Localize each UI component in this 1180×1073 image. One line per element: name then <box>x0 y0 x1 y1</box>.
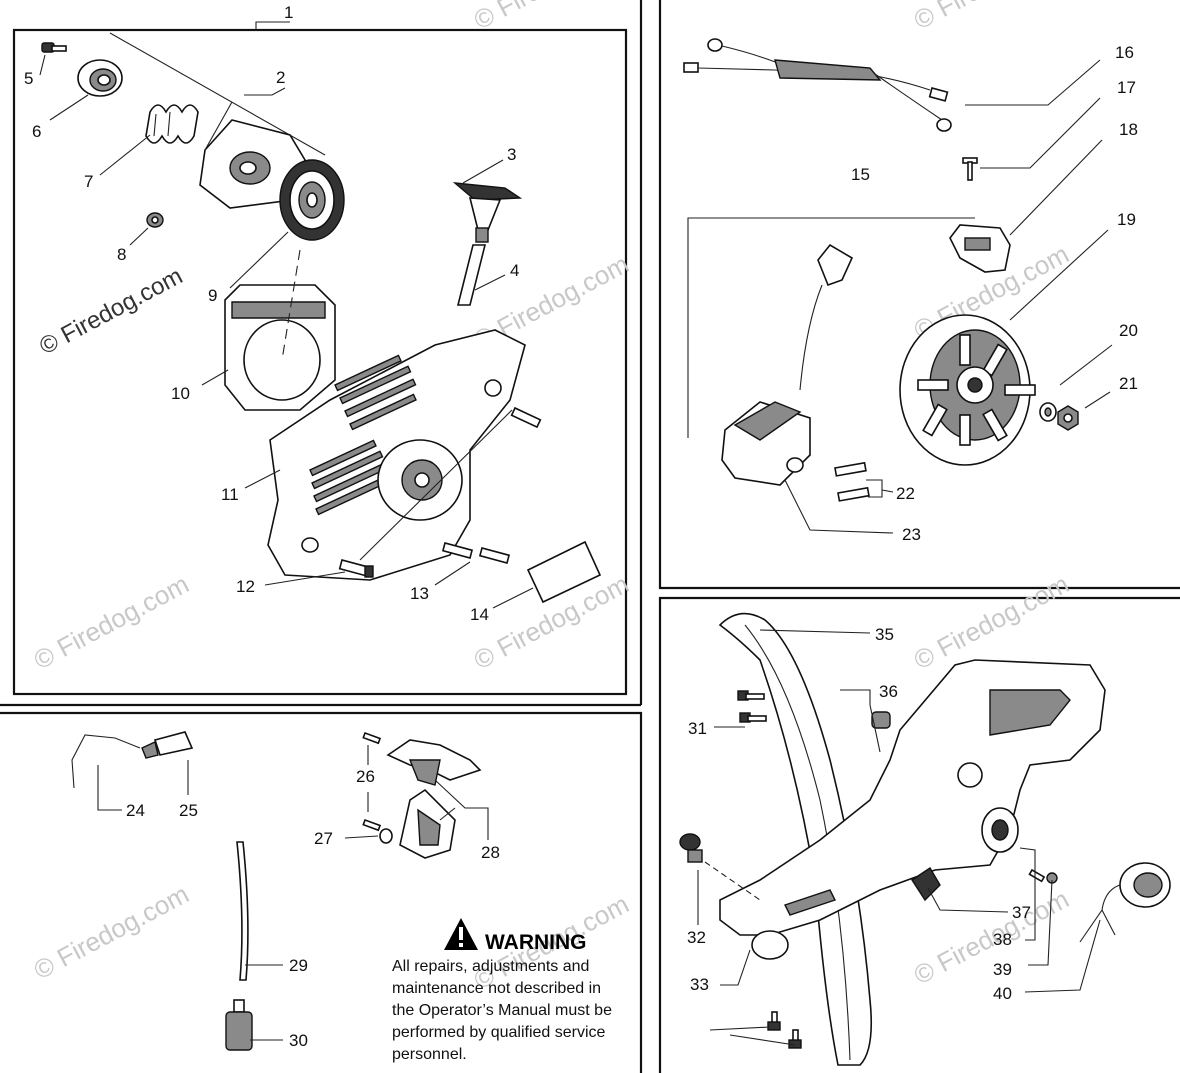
callout-23: 23 <box>902 525 921 544</box>
callout-27: 27 <box>314 829 333 848</box>
callout-25: 25 <box>179 801 198 820</box>
flywheel-icon <box>899 314 1036 466</box>
fuel-hose-icon <box>236 841 249 981</box>
callout-26: 26 <box>356 767 375 786</box>
starter-housing-icon <box>267 329 526 581</box>
warning-line: All repairs, adjustments and <box>392 958 589 975</box>
nut-icon <box>1057 405 1079 431</box>
callout-12: 12 <box>236 577 255 596</box>
screw-icon <box>737 690 767 723</box>
ignition-coil-icon <box>721 401 811 486</box>
callout-18: 18 <box>1119 120 1138 139</box>
handle-icon <box>452 182 523 243</box>
handle-assembly <box>679 612 1171 1066</box>
rope-icon <box>456 244 487 306</box>
screw-icon <box>338 559 374 578</box>
plug-icon <box>679 833 761 901</box>
recoil-spring-icon <box>279 159 345 241</box>
screw-icon <box>834 461 870 502</box>
callout-16: 16 <box>1115 43 1134 62</box>
washer-icon <box>146 212 164 228</box>
watermark-text: © Firedog.com <box>35 262 187 360</box>
callout-31: 31 <box>688 719 707 738</box>
callout-29: 29 <box>289 956 308 975</box>
callout-32: 32 <box>687 928 706 947</box>
fuel-throttle-assembly <box>71 731 482 1051</box>
callout-36: 36 <box>879 682 898 701</box>
callout-30: 30 <box>289 1031 308 1050</box>
wire-harness-icon <box>683 38 952 132</box>
rear-handle-housing-icon <box>719 659 1106 960</box>
ignition-assembly <box>683 38 1079 502</box>
watermark-text: © Firedog.com <box>909 0 1074 35</box>
callout-35: 35 <box>875 625 894 644</box>
leader-lines <box>39 54 1113 1046</box>
watermark-text: © Firedog.com <box>909 569 1074 676</box>
warning-title: WARNING <box>485 931 587 954</box>
screw-icon <box>510 406 542 429</box>
warning-line: the Operator’s Manual must be <box>392 1002 612 1019</box>
callout-33: 33 <box>690 975 709 994</box>
throttle-lockout-icon <box>399 788 456 859</box>
screw-icon <box>962 157 978 181</box>
callout-labels: 1 2 3 4 5 6 7 8 9 10 11 12 13 14 15 16 1… <box>24 3 1138 1050</box>
callout-7: 7 <box>84 172 93 191</box>
front-handle-icon <box>718 612 873 1066</box>
callout-14: 14 <box>470 605 489 624</box>
callout-21: 21 <box>1119 374 1138 393</box>
callout-8: 8 <box>117 245 126 264</box>
callout-40: 40 <box>993 984 1012 1003</box>
fuel-cap-icon <box>1079 862 1171 943</box>
washer-icon <box>1039 402 1057 422</box>
pulley-icon <box>77 59 123 97</box>
callout-22: 22 <box>896 484 915 503</box>
callout-5: 5 <box>24 69 33 88</box>
callout-19: 19 <box>1117 210 1136 229</box>
watermark-text: © Firedog.com <box>29 569 194 676</box>
callout-6: 6 <box>32 122 41 141</box>
callout-17: 17 <box>1117 78 1136 97</box>
throttle-trigger-icon <box>386 739 482 786</box>
warning-line: personnel. <box>392 1046 467 1063</box>
starter-cover-icon <box>224 249 336 411</box>
spring-icon <box>145 104 199 144</box>
screw-icon <box>41 42 67 53</box>
pin-icon <box>362 731 382 832</box>
rubber-bumper-icon <box>871 711 891 729</box>
callout-9: 9 <box>208 286 217 305</box>
callout-13: 13 <box>410 584 429 603</box>
screw-icon <box>441 542 511 564</box>
spring-icon <box>379 828 393 844</box>
screw-icon <box>1028 868 1046 883</box>
callout-20: 20 <box>1119 321 1138 340</box>
warning-line: performed by qualified service <box>392 1024 606 1041</box>
callout-38: 38 <box>993 930 1012 949</box>
callout-24: 24 <box>126 801 145 820</box>
spark-lead-icon <box>799 243 854 391</box>
callout-10: 10 <box>171 384 190 403</box>
callout-4: 4 <box>510 261 519 280</box>
watermark-text: © Firedog.com <box>29 879 194 986</box>
callout-11: 11 <box>221 485 239 504</box>
starter-assembly <box>41 21 602 604</box>
fuel-filter-icon <box>225 999 253 1051</box>
warning-notice: WARNING All repairs, adjustments and mai… <box>392 918 612 1063</box>
screw-icon <box>767 1011 802 1049</box>
warning-line: maintenance not described in <box>392 980 601 997</box>
vibration-damper-icon <box>911 867 941 902</box>
callout-3: 3 <box>507 145 516 164</box>
rubber-boot-icon <box>141 731 194 759</box>
callout-2: 2 <box>276 68 285 87</box>
callout-1: 1 <box>284 3 293 22</box>
callout-15: 15 <box>851 165 870 184</box>
callout-39: 39 <box>993 960 1012 979</box>
decal-icon <box>526 540 602 604</box>
throttle-rod-icon <box>71 734 141 789</box>
warning-triangle-icon <box>444 918 478 950</box>
callout-28: 28 <box>481 843 500 862</box>
callout-37: 37 <box>1012 903 1031 922</box>
ignition-module-icon <box>949 224 1011 273</box>
